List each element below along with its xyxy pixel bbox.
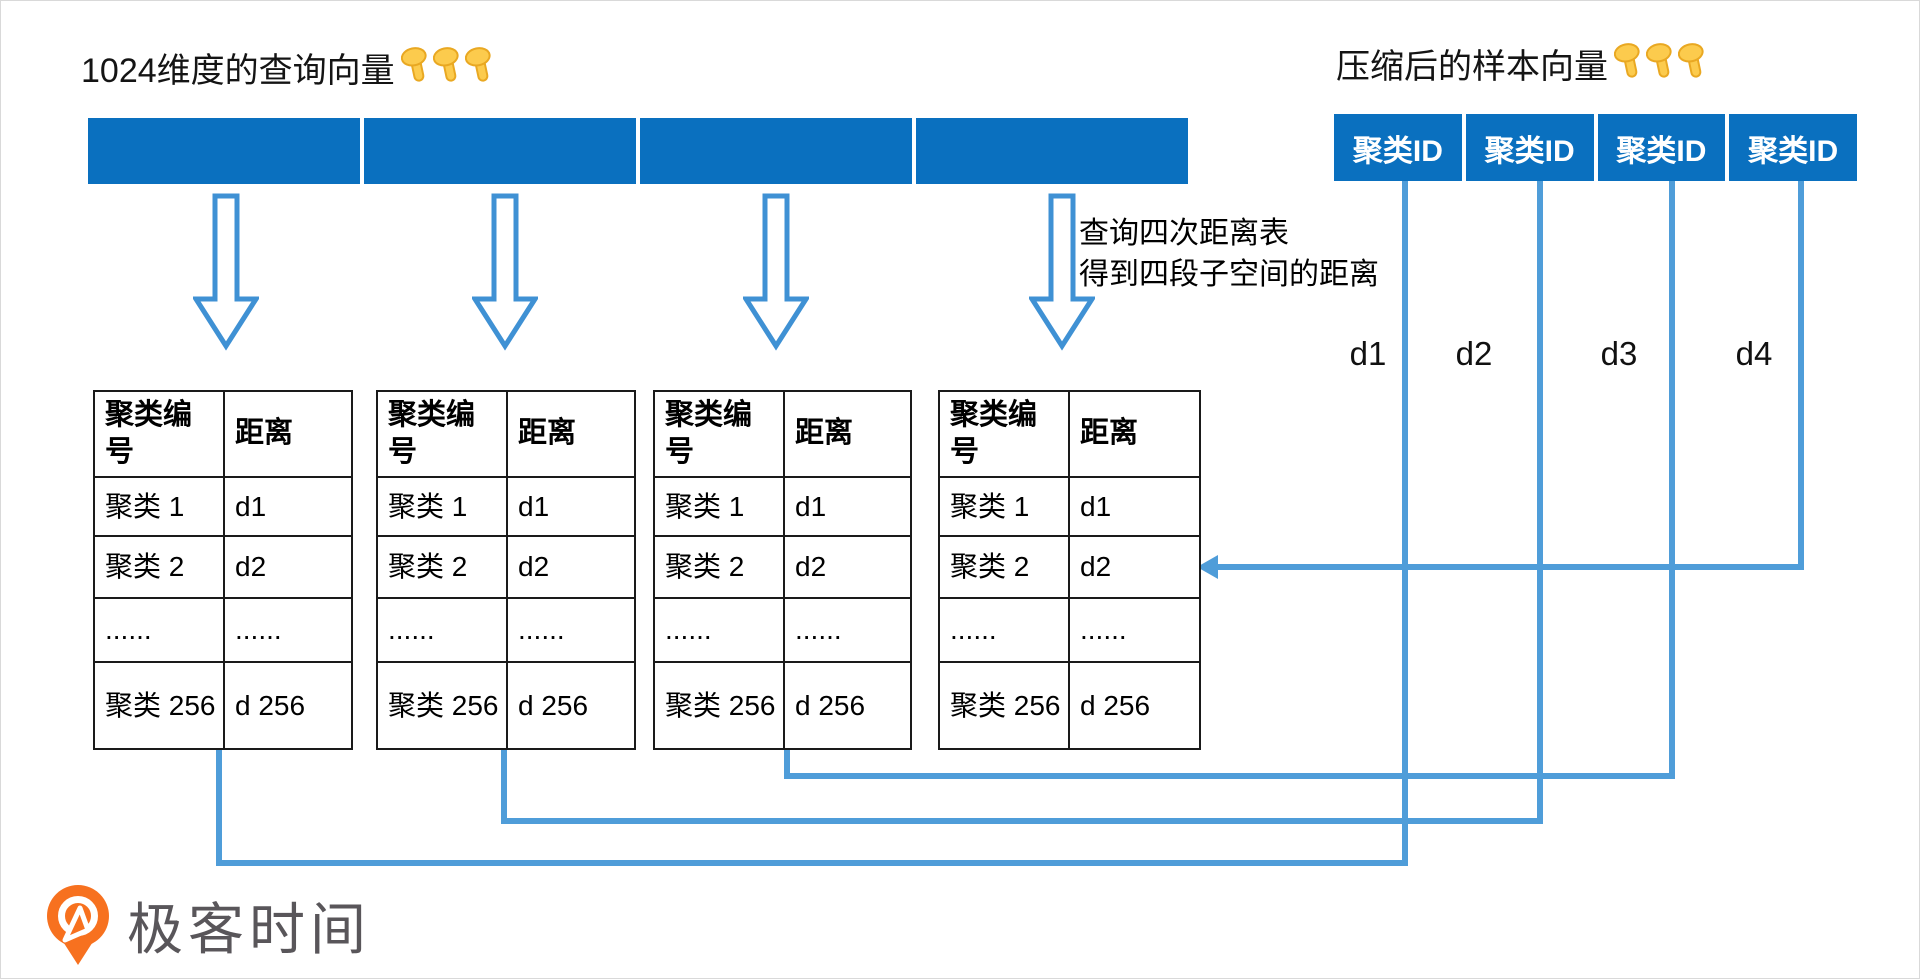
pointing-down-icon [464,46,491,82]
cluster-id-cell-3: 聚类ID [1597,114,1726,181]
table-header-row: 聚类编号距离 [938,390,1201,478]
pointing-down-icons [400,46,495,83]
table-cell: d2 [1068,535,1201,599]
query-vector-segment-4 [916,118,1188,184]
table-cell: d1 [506,476,636,537]
table-cell: d2 [783,535,912,599]
table-cell: d2 [223,535,353,599]
pointing-down-icons [1614,42,1708,79]
table-header-cell: 距离 [223,390,353,478]
table-header-cell: 聚类编号 [93,390,225,478]
query-vector-title-text: 1024维度的查询向量 [81,52,395,90]
table-header-cell: 距离 [506,390,636,478]
table-row: ............ [93,597,353,663]
table-cell: 聚类 1 [376,476,508,537]
table-cell: 聚类 1 [93,476,225,537]
table-header-row: 聚类编号距离 [93,390,353,478]
table-cell: d 256 [506,661,636,750]
table-header-cell: 聚类编号 [938,390,1070,478]
table-header-row: 聚类编号距离 [653,390,912,478]
down-arrow-icon-2 [472,193,538,351]
down-arrow-icon-3 [743,193,809,351]
table-cell: d1 [223,476,353,537]
table-cell: 聚类 2 [376,535,508,599]
query-vector-segment-3 [640,118,912,184]
table-cell: 聚类 256 [376,661,508,750]
table-cell: ...... [783,597,912,663]
distance-label-d4: d4 [1735,335,1773,372]
annotation-line1: 查询四次距离表 [1079,217,1289,250]
pointing-down-icon [432,46,459,82]
distance-label-d3: d3 [1600,335,1638,372]
geektime-logo: 极客时间 [45,883,371,967]
table-cell: 聚类 1 [653,476,785,537]
table-header-cell: 距离 [783,390,912,478]
table-header-row: 聚类编号距离 [376,390,636,478]
table-cell: d1 [1068,476,1201,537]
table-cell: 聚类 256 [938,661,1070,750]
query-vector-title: 1024维度的查询向量 [81,43,495,92]
table-cell: ...... [93,597,225,663]
table-header-cell: 距离 [1068,390,1201,478]
cluster-id-cell-2: 聚类ID [1465,114,1594,181]
sample-vector-title: 压缩后的样本向量 [1336,39,1708,88]
table-cell: ...... [506,597,636,663]
sample-vector-title-text: 压缩后的样本向量 [1336,48,1608,86]
down-arrow-icon-1 [193,193,259,351]
table-cell: 聚类 2 [653,535,785,599]
cluster-id-cell-4: 聚类ID [1729,114,1857,181]
query-vector-segment-1 [88,118,360,184]
distance-label-d1: d1 [1349,335,1387,372]
table-row: ............ [653,597,912,663]
geektime-logo-icon [47,885,109,965]
table-cell: d2 [506,535,636,599]
pointing-down-icon [1678,42,1704,78]
table-cell: ...... [1068,597,1201,663]
table-cell: 聚类 2 [938,535,1070,599]
distance-label-d2: d2 [1455,335,1493,372]
table-cell: d 256 [783,661,912,750]
query-vector-segment-2 [364,118,636,184]
table-row: ............ [938,597,1201,663]
table-header-cell: 聚类编号 [376,390,508,478]
table-cell: 聚类 256 [653,661,785,750]
pointing-down-icon [1646,42,1672,78]
table-cell: 聚类 2 [93,535,225,599]
pointing-down-icon [400,46,427,82]
annotation-line2: 得到四段子空间的距离 [1079,258,1379,291]
table-cell: 聚类 1 [938,476,1070,537]
query-vector-bar [88,118,1188,184]
table-header-cell: 聚类编号 [653,390,785,478]
table-cell: 聚类 256 [93,661,225,750]
table-cell: ...... [223,597,353,663]
table-cell: d 256 [1068,661,1201,750]
annotation-text: 查询四次距离表 得到四段子空间的距离 [1079,213,1379,295]
table-cell: d 256 [223,661,353,750]
table-cell: d1 [783,476,912,537]
geektime-logo-text: 极客时间 [127,897,371,961]
cluster-id-cell-1: 聚类ID [1334,114,1462,181]
table-cell: ...... [376,597,508,663]
table-cell: ...... [653,597,785,663]
pointing-down-icon [1614,42,1640,78]
table-row: ............ [376,597,636,663]
table-cell: ...... [938,597,1070,663]
